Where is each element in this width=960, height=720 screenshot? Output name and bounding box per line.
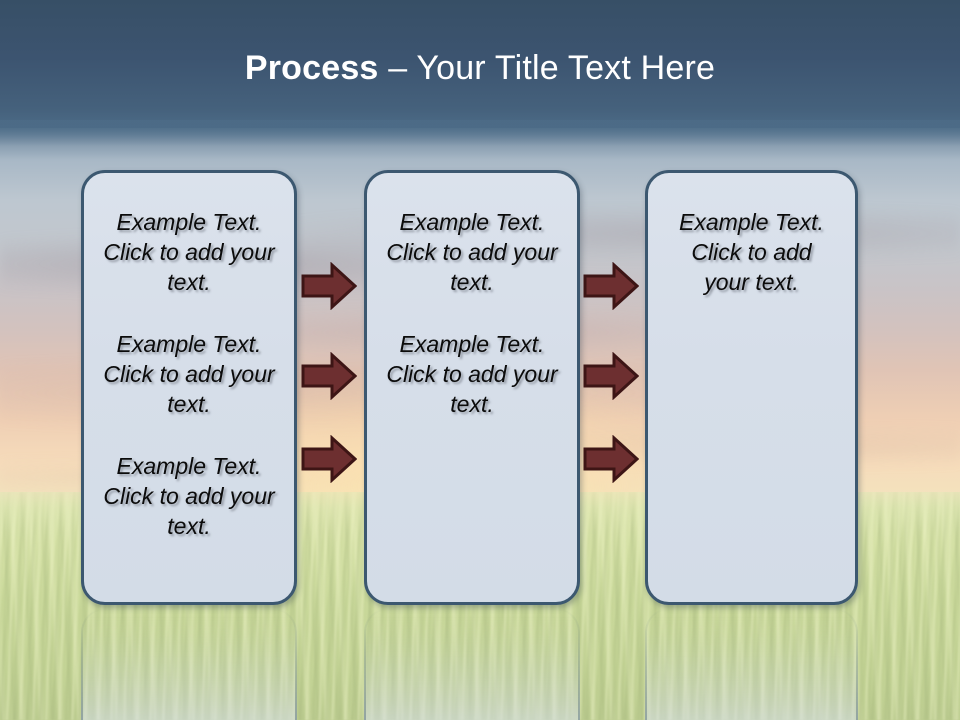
process-box-2-paragraph-2[interactable]: Example Text. Click to add your text. [386, 331, 558, 417]
title-rest-text: – Your Title Text Here [378, 49, 716, 87]
process-box-2-reflection [364, 608, 580, 720]
process-box-1-paragraph-1[interactable]: Example Text. Click to add your text. [103, 209, 275, 295]
right-block-arrow-icon[interactable] [301, 435, 357, 483]
process-box-3-reflection [645, 608, 858, 720]
right-block-arrow-icon[interactable] [583, 352, 639, 400]
right-block-arrow-icon[interactable] [301, 352, 357, 400]
right-block-arrow-icon[interactable] [301, 262, 357, 310]
page-title: Process – Your Title Text Here [0, 48, 960, 88]
right-block-arrow-icon[interactable] [583, 435, 639, 483]
process-box-1-paragraph-3[interactable]: Example Text. Click to add your text. [103, 453, 275, 539]
process-box-2-paragraph-1[interactable]: Example Text. Click to add your text. [386, 209, 558, 295]
process-box-1-paragraph-2[interactable]: Example Text. Click to add your text. [103, 331, 275, 417]
title-bold-word: Process [244, 49, 379, 87]
title-banner [0, 0, 960, 146]
process-box-1[interactable]: Example Text. Click to add your text. Ex… [81, 170, 297, 605]
process-box-3[interactable]: Example Text. Click to add your text. [645, 170, 858, 605]
process-box-1-reflection [81, 608, 297, 720]
process-box-2[interactable]: Example Text. Click to add your text. Ex… [364, 170, 580, 605]
process-box-3-paragraph-1[interactable]: Example Text. Click to add your text. [679, 209, 824, 295]
right-block-arrow-icon[interactable] [583, 262, 639, 310]
